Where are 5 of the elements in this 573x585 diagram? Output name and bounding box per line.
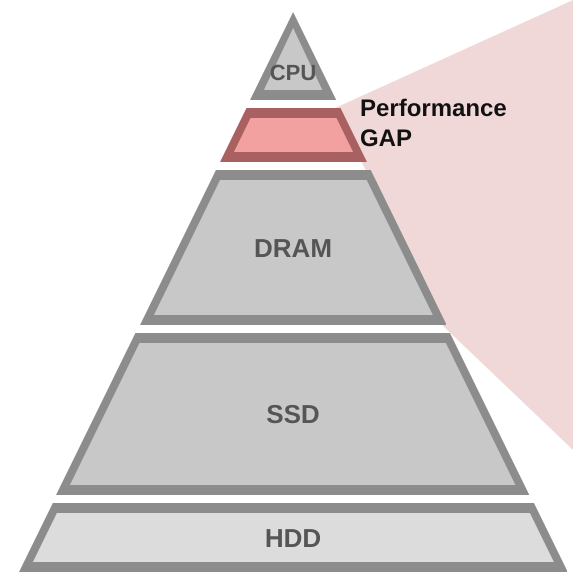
callout-text: Performance GAP	[360, 94, 508, 154]
tier-label: DRAM	[252, 234, 333, 260]
tier-label: SSD	[265, 401, 321, 427]
tier-label: HDD	[264, 524, 322, 550]
tier-label: CPU	[268, 62, 318, 84]
